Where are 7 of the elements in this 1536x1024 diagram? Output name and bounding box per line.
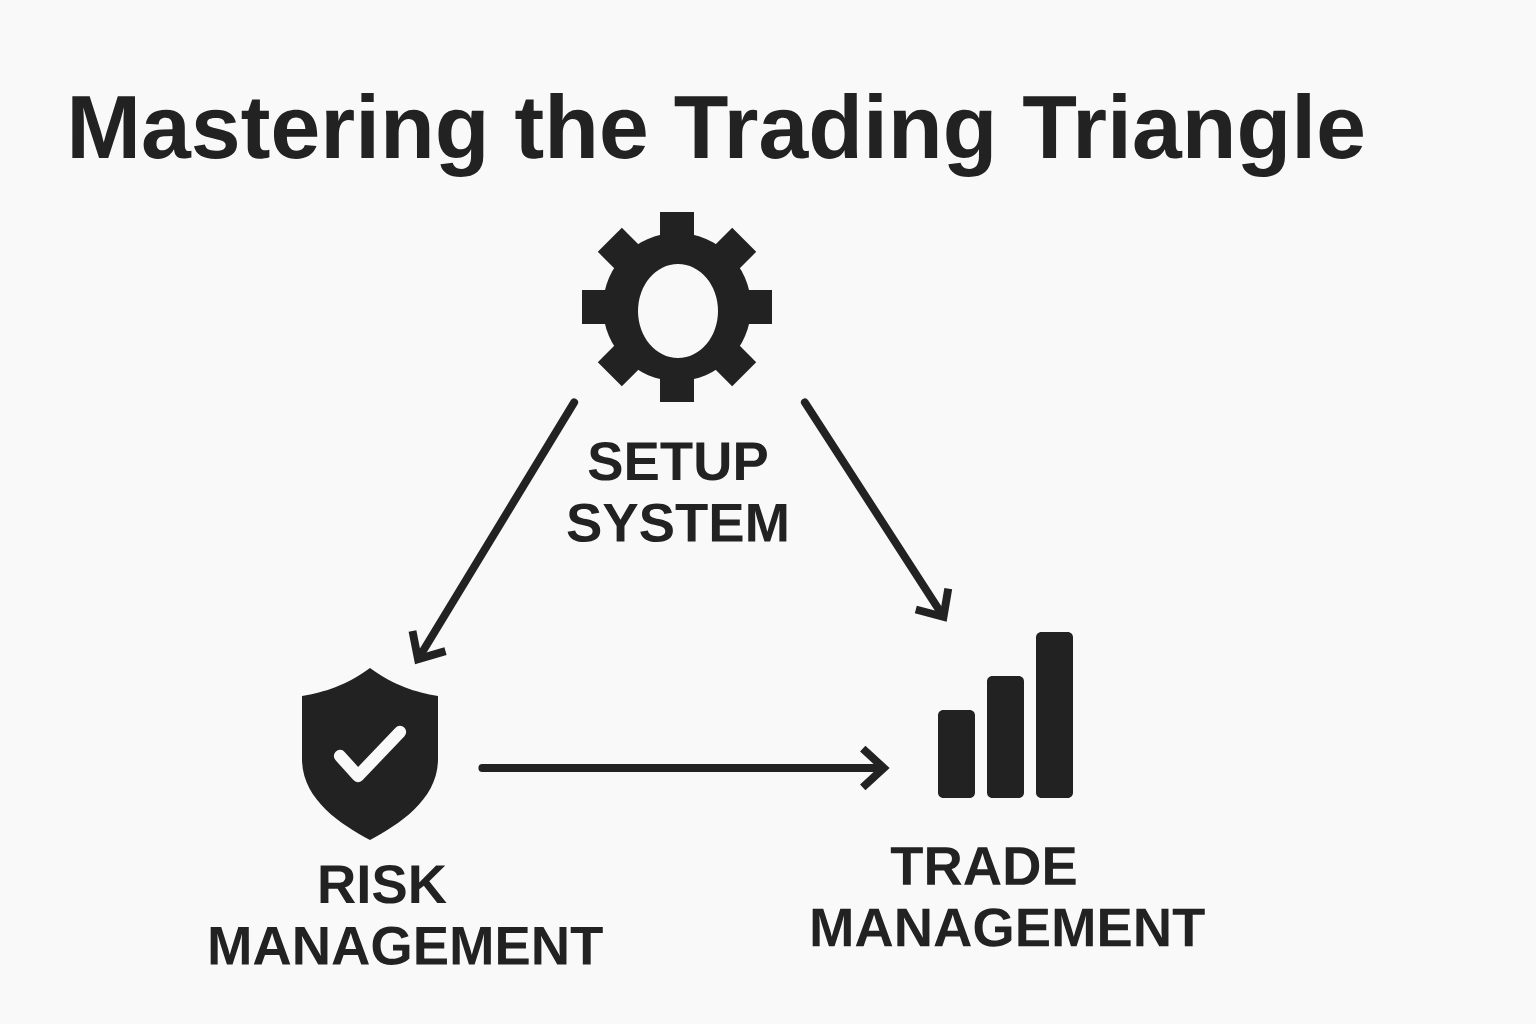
node-label: SETUP SYSTEM — [567, 441, 787, 542]
title: Mastering the Trading Triangle — [72, 93, 1363, 177]
node-label: RISK MANAGEMENT — [210, 864, 603, 965]
arrow — [408, 398, 579, 665]
arrow — [800, 398, 953, 622]
arrow — [478, 745, 890, 791]
node-label: TRADE MANAGEMENT — [812, 847, 1205, 947]
